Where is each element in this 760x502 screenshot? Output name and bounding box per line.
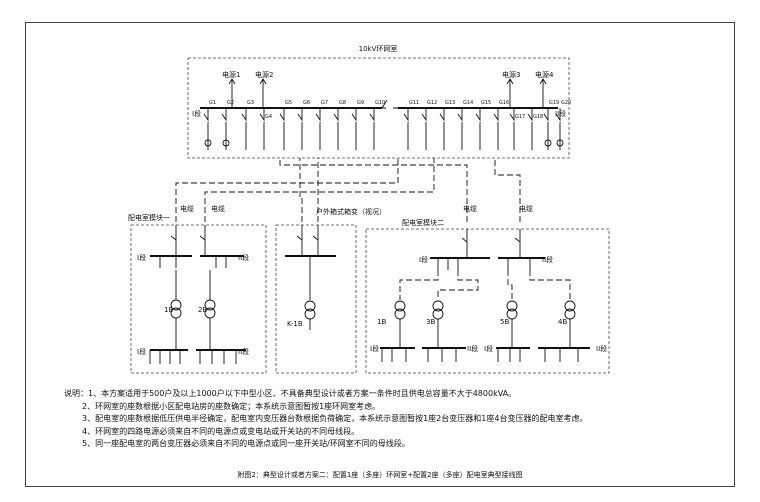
m2-tr-5b: 5B: [500, 318, 509, 326]
feeder-bay-g8: G8: [333, 100, 346, 150]
notes-lead: 说明：: [64, 389, 88, 398]
feeder-bay-g10: G10: [369, 100, 385, 150]
feeder-label-g15: G15: [481, 100, 491, 106]
feeder-bay-g18: G18: [527, 108, 543, 150]
bus-tie-switch: [381, 99, 398, 109]
feeder-bay-g19: G19: [543, 100, 559, 150]
cable-label-1: 电缆: [180, 204, 194, 213]
feeder-label-g12: G12: [427, 100, 437, 106]
feeder-bay-g3: G3: [241, 100, 254, 150]
feeder-label-g17: G17: [515, 114, 525, 120]
note-item-3: 3、配电室的座数根据低压供电半径确定，配电室内变压器台数根据负荷确定，本系统示意…: [82, 414, 588, 424]
m1-section2-bot: II段: [238, 347, 249, 356]
feeder-label-g13: G13: [445, 100, 455, 106]
feeder-label-g14: G14: [463, 100, 473, 106]
outdoor-box: [275, 224, 357, 374]
cable-label-4: 电缆: [519, 204, 533, 213]
feeder-label-g1: G1: [209, 100, 216, 106]
m2-tr-4b: 4B: [558, 318, 567, 326]
feeder-label-g16: G16: [499, 100, 509, 106]
feeder-bay-g12: G12: [421, 100, 437, 150]
feeder-bay-g20: G20: [555, 100, 571, 150]
source3-label: 电源3: [502, 70, 520, 79]
m2-tr-1b: 1B: [377, 318, 386, 326]
drawing-frame: [25, 22, 735, 487]
module1-box: [130, 224, 267, 374]
feeder-bay-g14: G14: [457, 100, 473, 150]
ring-section1-label: I段: [192, 109, 201, 118]
cable-routes: [175, 158, 521, 222]
feeder-label-g4: G4: [265, 114, 272, 120]
source1-label: 电源1: [222, 70, 240, 79]
ring-room-title: 10kV环网室: [359, 44, 398, 53]
m1-section1-bot: I段: [137, 347, 146, 356]
note-item-4: 4、环网室的四路电源必须来自不同的电源点或变电站或开关站的不同母线段。: [82, 426, 360, 436]
feeder-label-g19: G19: [549, 100, 559, 106]
m1-tr-1b: 1B: [164, 306, 173, 314]
note-row-1: 说明：1、本方案适用于500户及以上1000户以下中型小区、不具备典型设计或者方…: [64, 388, 704, 401]
ring-room-box: [187, 57, 570, 159]
note-item-2: 2、环网室的座数根据小区配电站房的座数确定；本系统示意图暂按1座环网室考虑。: [82, 401, 381, 411]
module1-label: 配电室模块一: [128, 213, 170, 222]
note-item-5: 5、同一座配电室的两台变压器必须来自不同的电源点或同一座开关站/环网室不同的母线…: [82, 439, 410, 449]
m2-section1-top: I段: [419, 255, 428, 264]
module2-wiring: [380, 229, 590, 362]
feeder-label-g5: G5: [285, 100, 292, 106]
feeder-label-g11: G11: [409, 100, 419, 106]
ring-section2-label: II段: [555, 109, 566, 118]
outdoor-box-label: 户外箱式箱变（视况）: [316, 207, 386, 216]
cable-label-3: 电缆: [463, 204, 477, 213]
module2-box: [365, 228, 610, 374]
feeder-label-g7: G7: [321, 100, 328, 106]
feeder-bay-g1: G1: [203, 100, 216, 150]
feeder-bay-g4: G4: [259, 108, 272, 150]
feeder-label-g8: G8: [339, 100, 346, 106]
m2-section2-bot-b: II段: [596, 344, 607, 353]
feeder-label-g9: G9: [357, 100, 364, 106]
feeder-label-g3: G3: [247, 100, 254, 106]
m1-section2-top: II段: [238, 253, 249, 262]
m1-tr-2b: 2B: [198, 306, 207, 314]
m2-section1-bot-a: I段: [370, 344, 379, 353]
feeder-bay-g17: G17: [509, 108, 525, 150]
m2-tr-3b: 3B: [426, 318, 435, 326]
notes-block: 说明：1、本方案适用于500户及以上1000户以下中型小区、不具备典型设计或者方…: [64, 388, 704, 451]
module1-wiring: [149, 225, 246, 364]
feeder-bay-g2: G2: [221, 100, 234, 150]
cable-label-2: 电缆: [211, 204, 225, 213]
figure-caption: 附图2：典型设计或者方案二：配置1座（多座）环网室+配置2座（多座）配电室典型接…: [237, 471, 523, 479]
feeder-bay-g9: G9: [351, 100, 364, 150]
feeder-bay-g11: G11: [403, 100, 419, 150]
m2-section2-bot-a: II段: [467, 344, 478, 353]
feeder-label-g6: G6: [303, 100, 310, 106]
tr-k1b: K-1B: [287, 320, 303, 328]
feeder-bay-g13: G13: [439, 100, 455, 150]
source2-label: 电源2: [255, 70, 273, 79]
feeder-label-g2: G2: [227, 100, 234, 106]
feeder-bay-g5: G5: [279, 100, 292, 150]
m2-section1-bot-b: I段: [484, 344, 493, 353]
feeder-label-g18: G18: [533, 114, 543, 120]
feeder-label-g20: G20: [561, 100, 571, 106]
feeder-bay-g6: G6: [297, 100, 310, 150]
feeder-label-g10: G10: [375, 100, 385, 106]
source-arrows: [228, 78, 547, 108]
m2-section2-top: II段: [542, 255, 553, 264]
source4-label: 电源4: [535, 70, 554, 79]
outdoor-wiring: [285, 225, 336, 330]
module2-label: 配电室模块二: [402, 218, 444, 227]
feeder-bay-g16: G16: [493, 100, 509, 150]
feeder-bay-g15: G15: [475, 100, 491, 150]
m1-section1-top: I段: [137, 253, 146, 262]
feeder-bay-g7: G7: [315, 100, 328, 150]
note-item-1: 1、本方案适用于500户及以上1000户以下中型小区、不具备典型设计或者方案一条…: [88, 389, 517, 398]
